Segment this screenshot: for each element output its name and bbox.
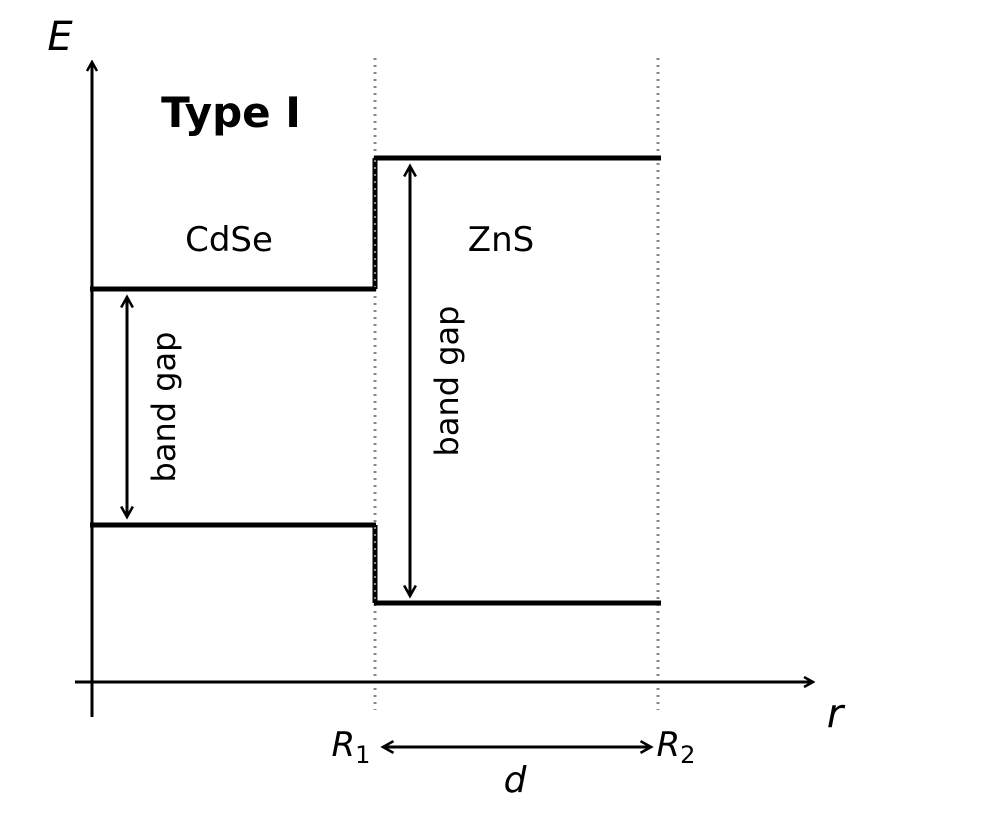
shell-band-gap-label: band gap	[428, 306, 466, 457]
r1-base: R	[332, 725, 356, 765]
r1-subscript: 1	[355, 741, 370, 769]
r2-subscript: 2	[680, 741, 695, 769]
shell-material-label: ZnS	[468, 220, 534, 260]
thickness-label: d	[504, 760, 528, 801]
r2-label: R2	[657, 725, 696, 769]
x-axis-label: r	[827, 691, 846, 737]
core-band-gap-label: band gap	[145, 332, 183, 483]
r2-base: R	[657, 725, 681, 765]
y-axis-label: E	[47, 14, 73, 60]
core-material-label: CdSe	[185, 220, 273, 260]
r1-label: R1	[332, 725, 371, 769]
diagram-title: Type I	[161, 88, 301, 137]
